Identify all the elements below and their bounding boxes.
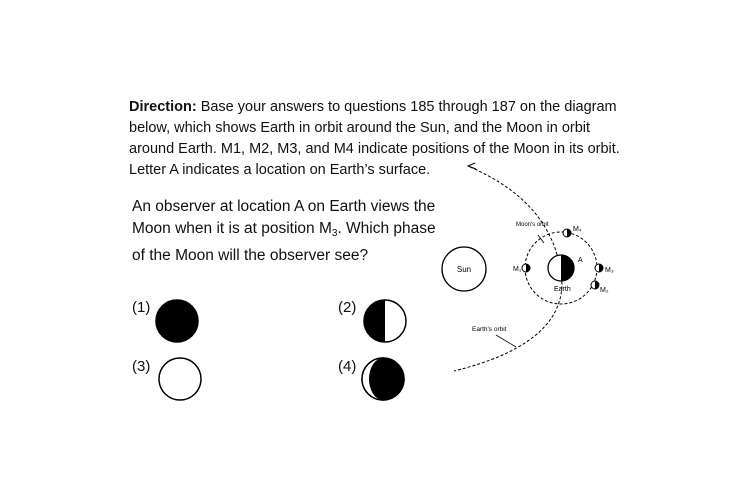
- m4-label: M₄: [573, 226, 582, 233]
- m1-label: M₁: [513, 266, 522, 273]
- moon-m1-icon: [521, 263, 531, 273]
- direction-paragraph: Direction: Base your answers to question…: [129, 97, 629, 181]
- moons-orbit-pointer: [537, 234, 545, 244]
- orbit-diagram: Sun A Earth M₁ M₂ M₃ M₄ Moon's orbit Ear…: [441, 162, 614, 372]
- moon-m3-icon: [594, 263, 604, 273]
- question-subscript: 3: [331, 228, 338, 239]
- choice-4-number: (4): [338, 358, 357, 375]
- choice-2-number: (2): [338, 299, 357, 316]
- moon-phase-3-icon: [158, 357, 202, 401]
- moon-m4-icon: [562, 228, 572, 238]
- location-a-label: A: [578, 257, 583, 264]
- moon-phase-2-icon: [363, 299, 407, 343]
- direction-label: Direction:: [129, 99, 197, 115]
- choice-1-number: (1): [132, 299, 151, 316]
- earths-orbit-label: Earth's orbit: [472, 326, 507, 333]
- moon-m2-icon: [590, 280, 600, 290]
- direction-text: Base your answers to questions 185 throu…: [129, 99, 620, 178]
- moon-phase-4-icon: [361, 357, 405, 401]
- earths-orbit-pointer: [495, 334, 517, 348]
- question-part1: An observer at location A on Earth views…: [132, 198, 436, 237]
- question-part2: . Which phase of the Moon will the obser…: [132, 220, 436, 264]
- m2-label: M₂: [600, 287, 609, 294]
- choice-3-number: (3): [132, 358, 151, 375]
- question-text: An observer at location A on Earth views…: [132, 196, 452, 267]
- moons-orbit-label: Moon's orbit: [516, 222, 549, 228]
- sun-icon: [441, 246, 487, 292]
- earth-label: Earth: [554, 286, 571, 293]
- earth-icon: [547, 254, 575, 282]
- moon-phase-1-icon: [155, 299, 199, 343]
- sun-label: Sun: [457, 265, 471, 274]
- earths-orbit-arrow-top: [466, 162, 477, 170]
- m3-label: M₃: [605, 267, 614, 274]
